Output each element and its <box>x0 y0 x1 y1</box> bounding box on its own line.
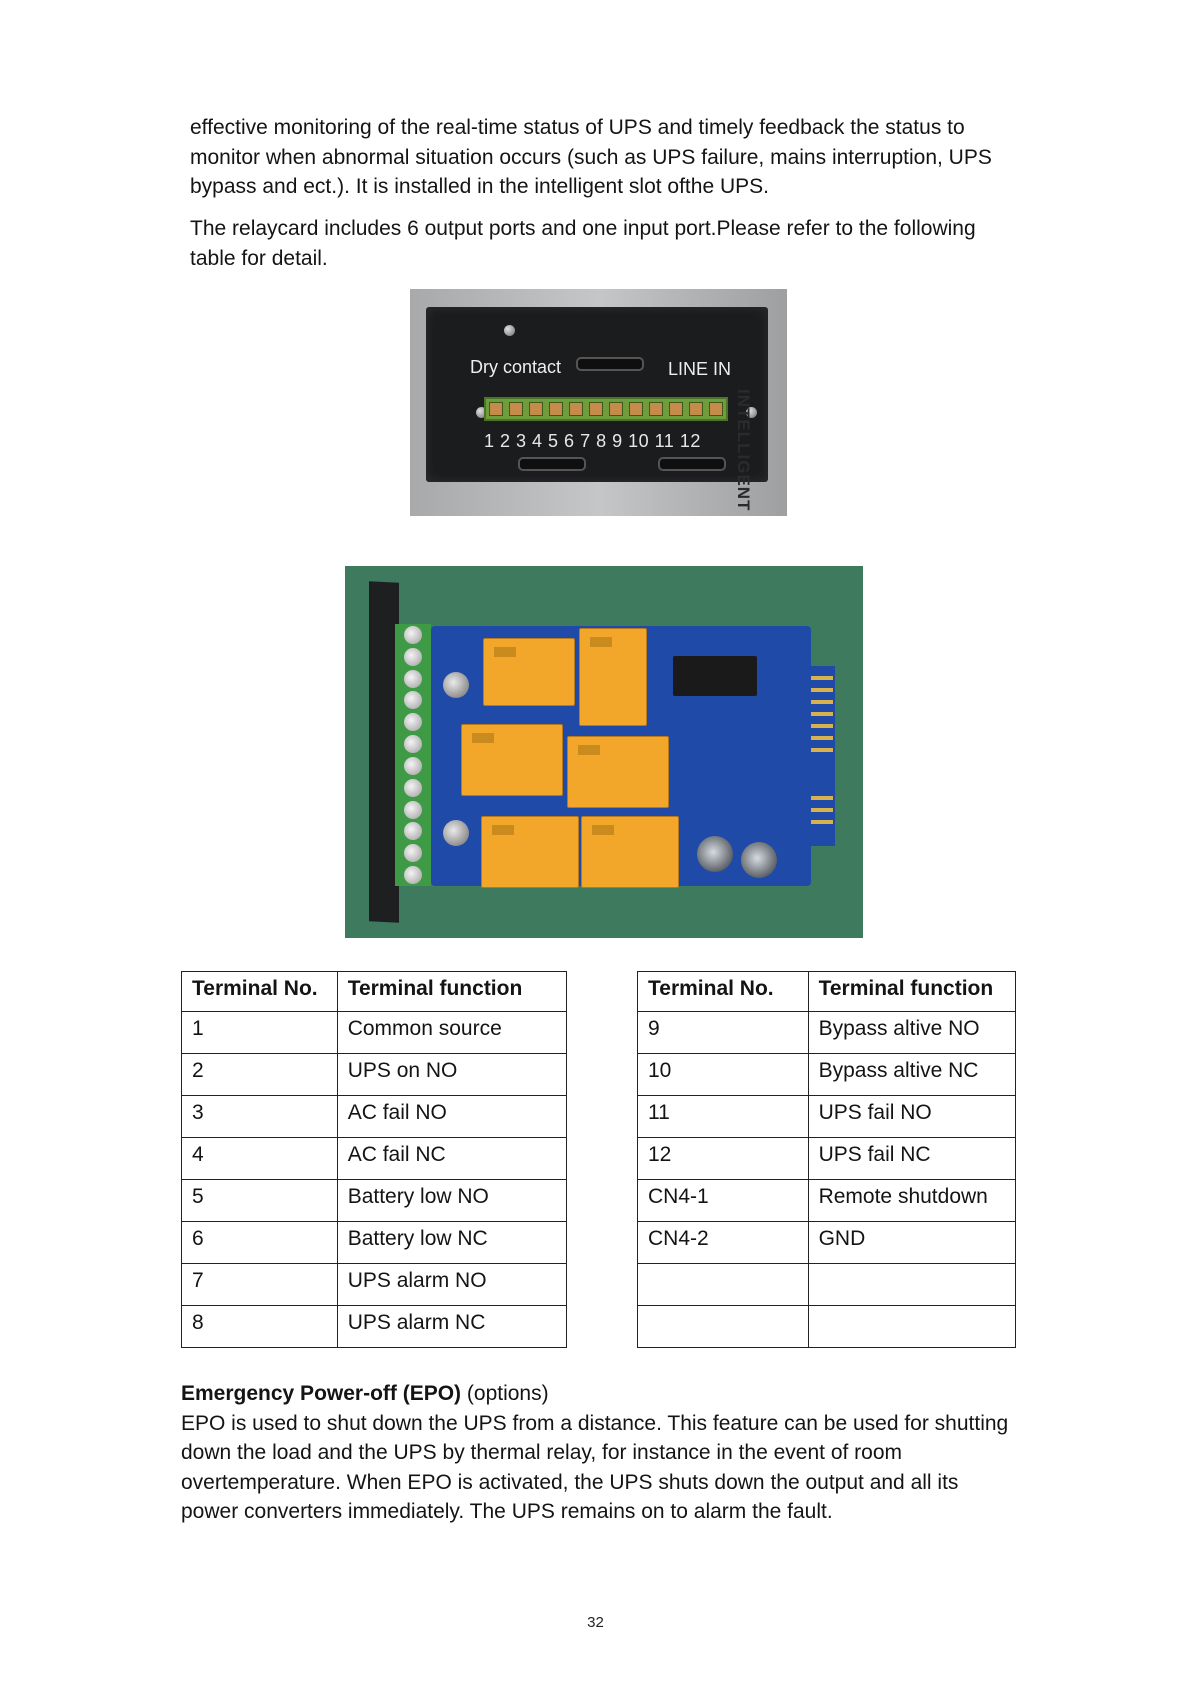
ic-chip <box>673 656 757 696</box>
terminal-function: Remote shutdown <box>807 1179 1017 1222</box>
terminal-function: UPS fail NO <box>807 1095 1017 1138</box>
terminal-function: UPS alarm NC <box>336 1305 568 1348</box>
screw-icon <box>746 407 757 418</box>
slot-notch <box>518 457 586 471</box>
dry-contact-slot-photo: Dry contact LINE IN 1 2 3 4 5 6 7 8 9 10… <box>410 289 787 516</box>
table-row <box>637 1305 1017 1348</box>
table-row: 8 UPS alarm NC <box>181 1305 568 1348</box>
pin-numbers: 1 2 3 4 5 6 7 8 9 10 11 12 <box>484 431 701 451</box>
terminal-no: CN4-2 <box>637 1221 809 1264</box>
terminal-no <box>637 1305 809 1348</box>
terminal-no: 4 <box>181 1137 338 1180</box>
terminal-no: 3 <box>181 1095 338 1138</box>
relaycard-paragraph: The relaycard includes 6 output ports an… <box>190 217 976 270</box>
terminal-function: Battery low NO <box>336 1179 568 1222</box>
header-terminal-no: Terminal No. <box>637 971 809 1012</box>
capacitor <box>741 842 777 878</box>
terminal-no: 10 <box>637 1053 809 1096</box>
page-number: 32 <box>587 1614 604 1631</box>
screw-terminal-strip <box>395 624 431 886</box>
terminal-no: 8 <box>181 1305 338 1348</box>
terminal-function: Common source <box>336 1011 568 1054</box>
terminal-no: CN4-1 <box>637 1179 809 1222</box>
table-row: 7 UPS alarm NO <box>181 1263 568 1306</box>
table-row: 3 AC fail NO <box>181 1095 568 1138</box>
table-row: 12 UPS fail NC <box>637 1137 1017 1180</box>
epo-heading: Emergency Power-off (EPO) <box>181 1382 462 1405</box>
line-in-label: LINE IN <box>668 359 732 379</box>
terminal-no <box>637 1263 809 1306</box>
relay <box>483 638 575 706</box>
terminal-no: 12 <box>637 1137 809 1180</box>
dry-contact-label: Dry contact <box>470 357 562 377</box>
header-terminal-function: Terminal function <box>336 971 568 1012</box>
slot-notch <box>658 457 726 471</box>
terminal-function: UPS on NO <box>336 1053 568 1096</box>
slot-plate: Dry contact LINE IN <box>426 307 768 482</box>
table-row: CN4-2 GND <box>637 1221 1017 1264</box>
mount-screw-icon <box>443 820 469 846</box>
slot-notch <box>576 357 644 371</box>
intro-paragraph: effective monitoring of the real-time st… <box>190 116 992 198</box>
terminal-no: 11 <box>637 1095 809 1138</box>
relay <box>579 628 647 726</box>
epo-section: Emergency Power-off (EPO) (options) EPO … <box>181 1379 1021 1527</box>
epo-body: EPO is used to shut down the UPS from a … <box>181 1411 1009 1524</box>
table-row: 11 UPS fail NO <box>637 1095 1017 1138</box>
relay <box>581 816 679 888</box>
terminal-function: UPS fail NC <box>807 1137 1017 1180</box>
terminal-connector <box>484 397 728 421</box>
relay <box>481 816 579 888</box>
table-row: 1 Common source <box>181 1011 568 1054</box>
table-row <box>637 1263 1017 1306</box>
terminal-no: 2 <box>181 1053 338 1096</box>
header-terminal-no: Terminal No. <box>181 971 338 1012</box>
epo-heading-suffix: (options) <box>461 1382 549 1405</box>
terminal-function: Bypass altive NC <box>807 1053 1017 1096</box>
header-terminal-function: Terminal function <box>807 971 1017 1012</box>
terminal-table-right: Terminal No. Terminal function 9 Bypass … <box>637 971 1017 1348</box>
terminal-function <box>807 1305 1017 1348</box>
mount-screw-icon <box>443 672 469 698</box>
capacitor <box>697 836 733 872</box>
terminal-function: AC fail NC <box>336 1137 568 1180</box>
terminal-function: Battery low NC <box>336 1221 568 1264</box>
table-row: 5 Battery low NO <box>181 1179 568 1222</box>
table-row: 10 Bypass altive NC <box>637 1053 1017 1096</box>
screw-icon <box>476 407 487 418</box>
terminal-no: 9 <box>637 1011 809 1054</box>
terminal-function: AC fail NO <box>336 1095 568 1138</box>
terminal-no: 7 <box>181 1263 338 1306</box>
table-row: 6 Battery low NC <box>181 1221 568 1264</box>
terminal-function: UPS alarm NO <box>336 1263 568 1306</box>
relay <box>461 724 563 796</box>
terminal-function: Bypass altive NO <box>807 1011 1017 1054</box>
intelligent-slot-label: INTELLIGENT SLOT <box>734 389 753 516</box>
terminal-function <box>807 1263 1017 1306</box>
relay-card-photo <box>345 566 863 938</box>
table-row: 9 Bypass altive NO <box>637 1011 1017 1054</box>
table-row: CN4-1 Remote shutdown <box>637 1179 1017 1222</box>
table-row: 2 UPS on NO <box>181 1053 568 1096</box>
terminal-no: 5 <box>181 1179 338 1222</box>
screw-icon <box>504 325 515 336</box>
terminal-no: 1 <box>181 1011 338 1054</box>
table-row: 4 AC fail NC <box>181 1137 568 1180</box>
relay <box>567 736 669 808</box>
terminal-table-left: Terminal No. Terminal function 1 Common … <box>181 971 568 1348</box>
terminal-no: 6 <box>181 1221 338 1264</box>
terminal-function: GND <box>807 1221 1017 1264</box>
